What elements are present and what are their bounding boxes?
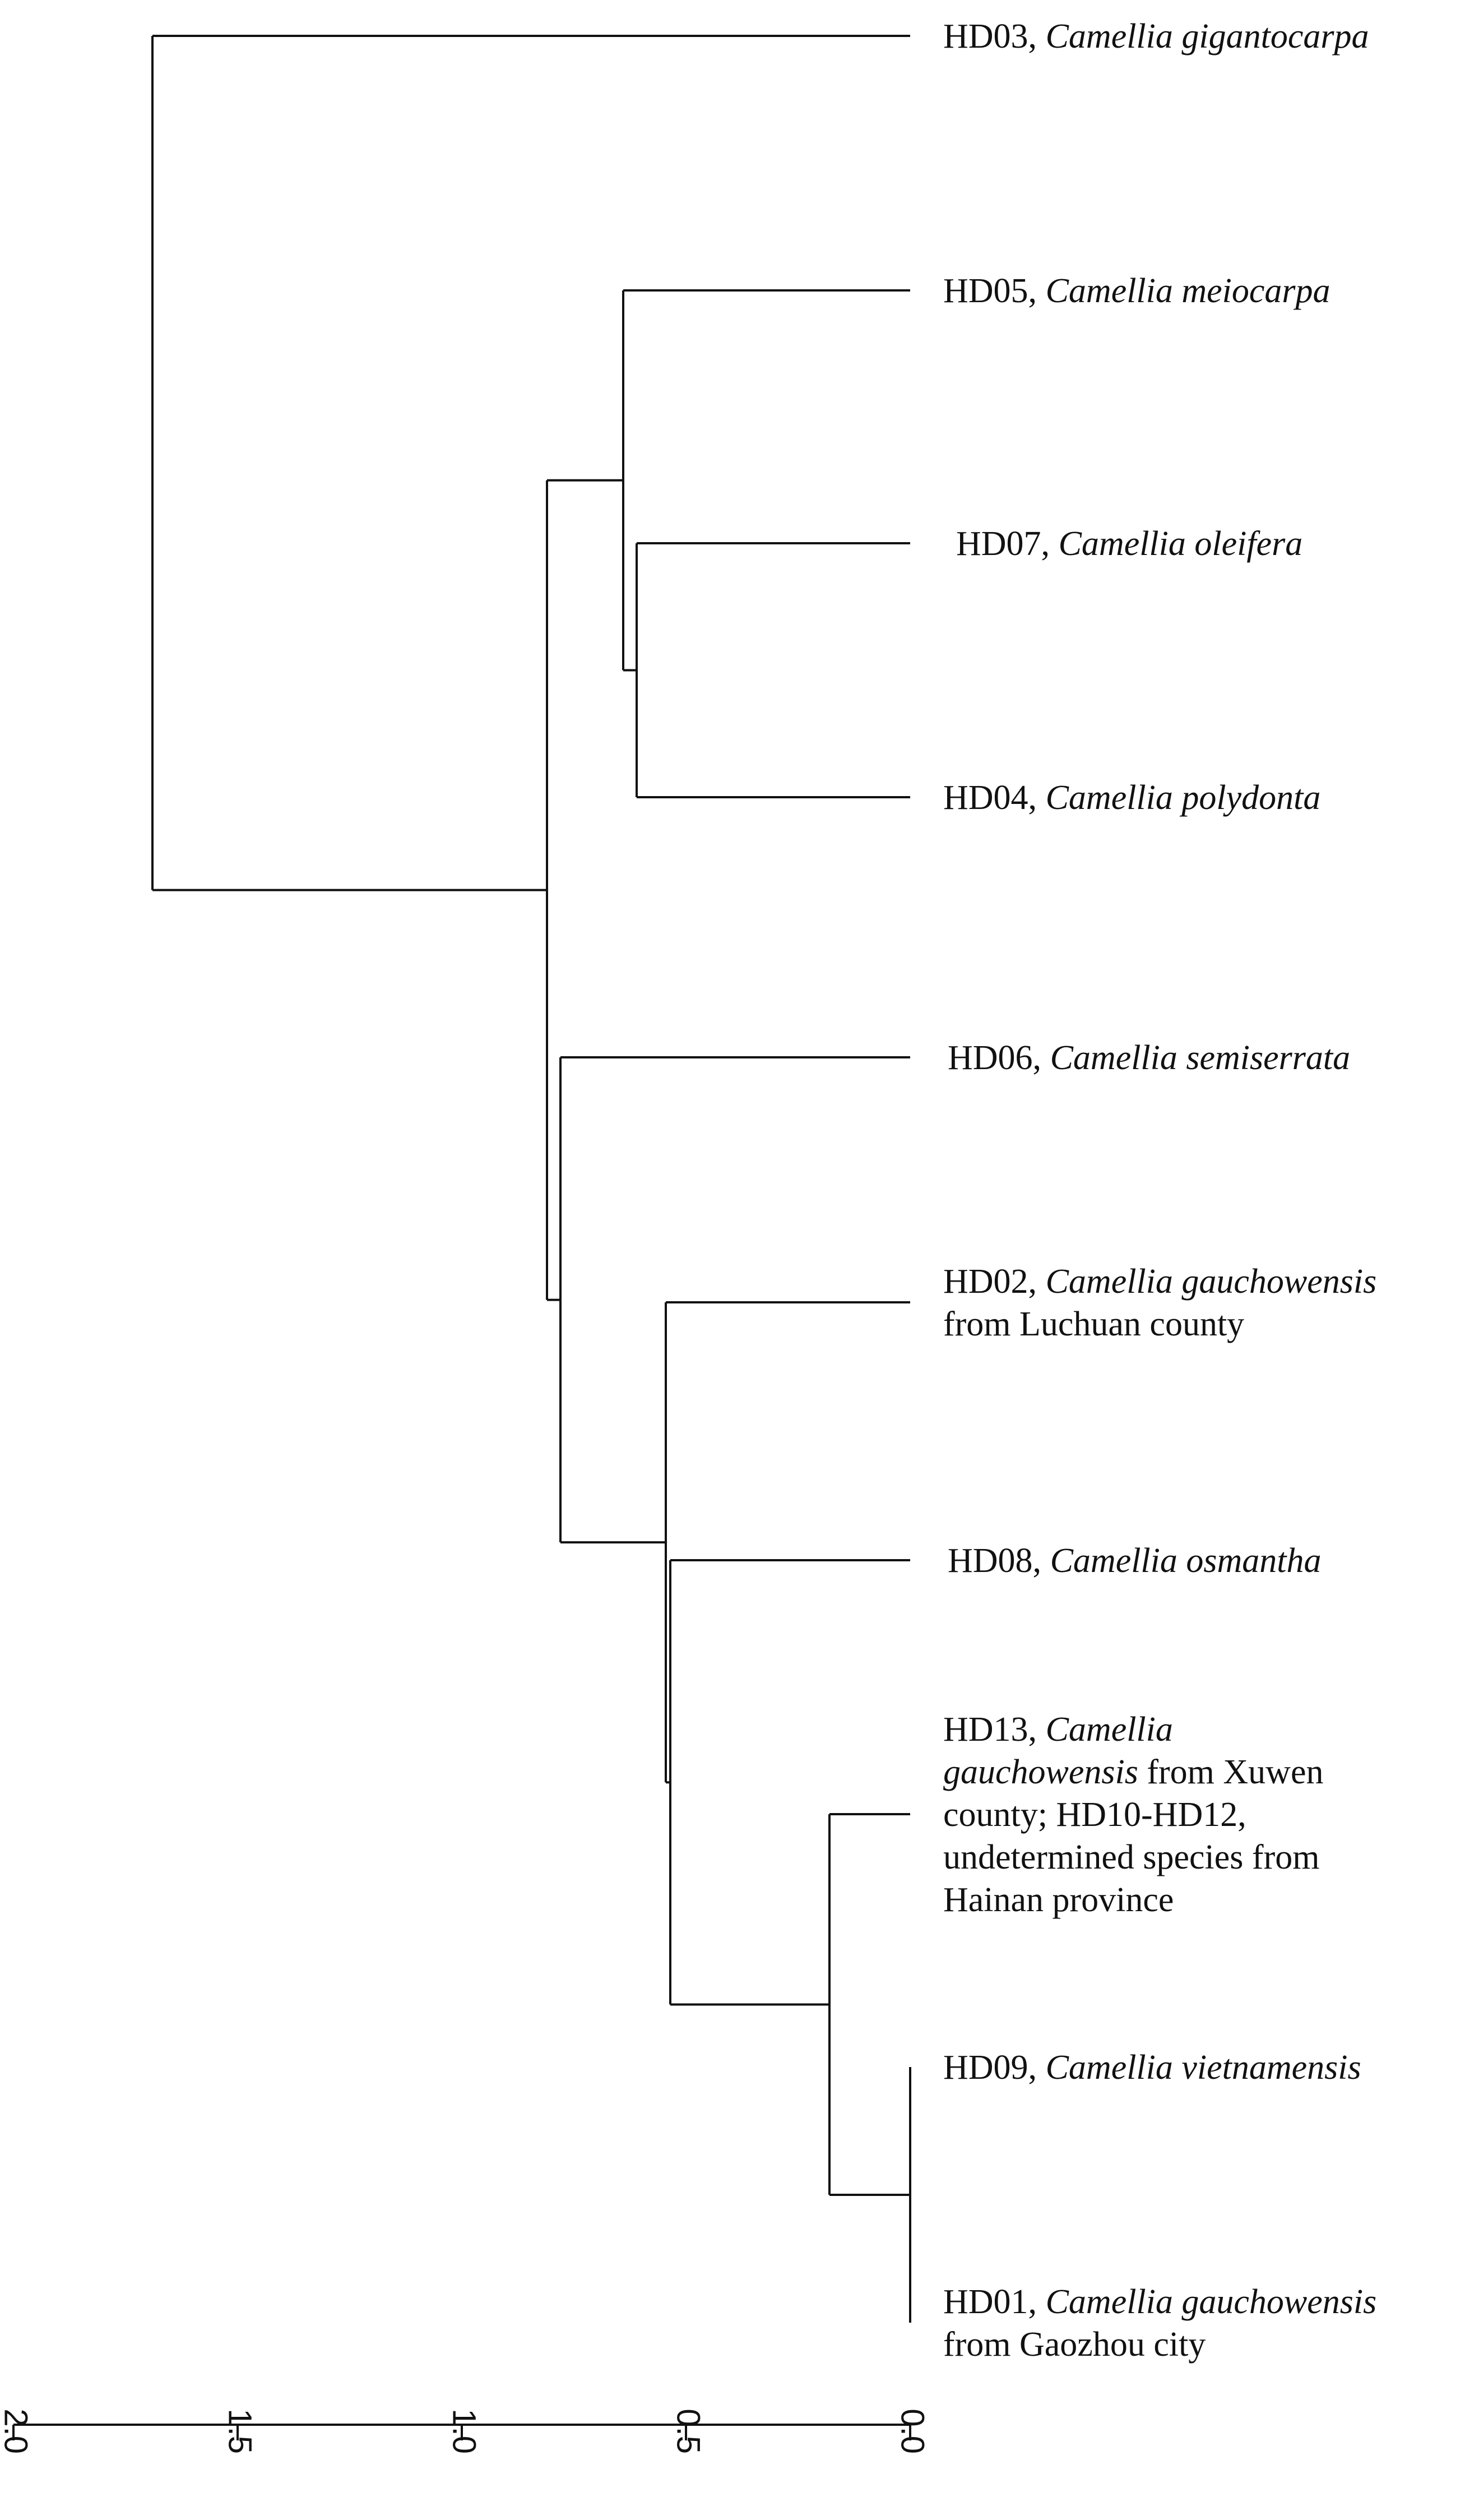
- leaf-label-line: HD09, Camellia vietnamensis: [943, 2049, 1361, 2087]
- leaf-label-HD04: HD04, Camellia polydonta: [943, 779, 1320, 817]
- species-name: Camellia gigantocarpa: [1046, 17, 1369, 56]
- label-text: from Gaozhou city: [943, 2325, 1206, 2364]
- label-text: county; HD10-HD12,: [943, 1796, 1246, 1834]
- leaf-label-line: Hainan province: [943, 1881, 1174, 1919]
- leaf-label-HD05: HD05, Camellia meiocarpa: [943, 272, 1330, 310]
- species-name: gauchowensis: [943, 1753, 1138, 1791]
- leaf-label-line: HD13, Camellia: [943, 1710, 1173, 1749]
- leaf-label-line: HD06, Camellia semiserrata: [948, 1039, 1350, 1077]
- label-text: HD08,: [948, 1542, 1050, 1580]
- leaf-label-line: undetermined species from: [943, 1838, 1319, 1876]
- leaf-label-HD01: HD01, Camellia gauchowensis from Gaozhou …: [943, 2283, 1376, 2364]
- leaf-label-line: HD07, Camellia oleifera: [956, 525, 1302, 563]
- label-text: Hainan province: [943, 1881, 1174, 1919]
- axis-tick-label: 0.5: [670, 2408, 707, 2454]
- label-text: HD01,: [943, 2283, 1046, 2321]
- label-text: HD09,: [943, 2049, 1046, 2087]
- species-name: Camellia vietnamensis: [1046, 2049, 1361, 2087]
- species-name: Camellia polydonta: [1046, 779, 1321, 817]
- leaf-label-line: HD04, Camellia polydonta: [943, 779, 1320, 817]
- label-text: HD13,: [943, 1710, 1046, 1749]
- axis-ticks: 2.0 1.5 1.0 0.5 0.0: [0, 2408, 931, 2454]
- label-text: HD05,: [943, 272, 1046, 310]
- species-name: Camellia: [1046, 1710, 1173, 1749]
- label-text: HD04,: [943, 779, 1046, 817]
- leaf-label-HD08: HD08, Camellia osmantha: [948, 1542, 1322, 1580]
- species-name: Camellia oleifera: [1059, 525, 1303, 563]
- leaf-label-HD13: HD13, Camellia gauchowensis from Xuwen cou…: [943, 1710, 1323, 1919]
- leaf-label-line: from Luchuan county: [943, 1305, 1244, 1343]
- species-name: Camellia meiocarpa: [1046, 272, 1330, 310]
- leaf-label-line: county; HD10-HD12,: [943, 1796, 1246, 1834]
- distance-axis: 2.0 1.5 1.0 0.5 0.0: [0, 2408, 931, 2454]
- leaf-label-HD07: HD07, Camellia oleifera: [956, 525, 1302, 563]
- axis-tick-label: 2.0: [0, 2408, 34, 2454]
- leaf-label-line: HD03, Camellia gigantocarpa: [943, 17, 1369, 56]
- leaf-label-HD03: HD03, Camellia gigantocarpa: [943, 17, 1369, 56]
- label-text: from Luchuan county: [943, 1305, 1244, 1343]
- species-name: Camellia gauchowensis: [1046, 1263, 1377, 1301]
- label-text: HD06,: [948, 1039, 1050, 1077]
- species-name: Camellia gauchowensis: [1046, 2283, 1377, 2321]
- label-text: undetermined species from: [943, 1838, 1319, 1876]
- axis-tick-label: 0.0: [894, 2408, 931, 2454]
- species-name: Camellia semiserrata: [1050, 1039, 1351, 1077]
- axis-tick-label: 1.0: [446, 2408, 483, 2454]
- leaf-label-line: HD05, Camellia meiocarpa: [943, 272, 1330, 310]
- label-text: from Xuwen: [1138, 1753, 1324, 1791]
- leaf-label-line: HD08, Camellia osmantha: [948, 1542, 1322, 1580]
- label-text: HD07,: [956, 525, 1059, 563]
- leaf-label-line: HD01, Camellia gauchowensis: [943, 2283, 1376, 2321]
- species-name: Camellia osmantha: [1050, 1542, 1322, 1580]
- leaf-label-HD06: HD06, Camellia semiserrata: [948, 1039, 1350, 1077]
- label-text: HD03,: [943, 17, 1046, 56]
- axis-tick-label: 1.5: [222, 2408, 258, 2454]
- dendrogram-branches: [151, 35, 911, 2323]
- leaf-label-HD02: HD02, Camellia gauchowensis from Luchuan …: [943, 1263, 1376, 1343]
- leaf-label-HD09: HD09, Camellia vietnamensis: [943, 2049, 1361, 2087]
- leaf-label-line: HD02, Camellia gauchowensis: [943, 1263, 1376, 1301]
- leaf-label-line: from Gaozhou city: [943, 2325, 1206, 2364]
- leaf-label-line: gauchowensis from Xuwen: [943, 1753, 1323, 1791]
- label-text: HD02,: [943, 1263, 1046, 1301]
